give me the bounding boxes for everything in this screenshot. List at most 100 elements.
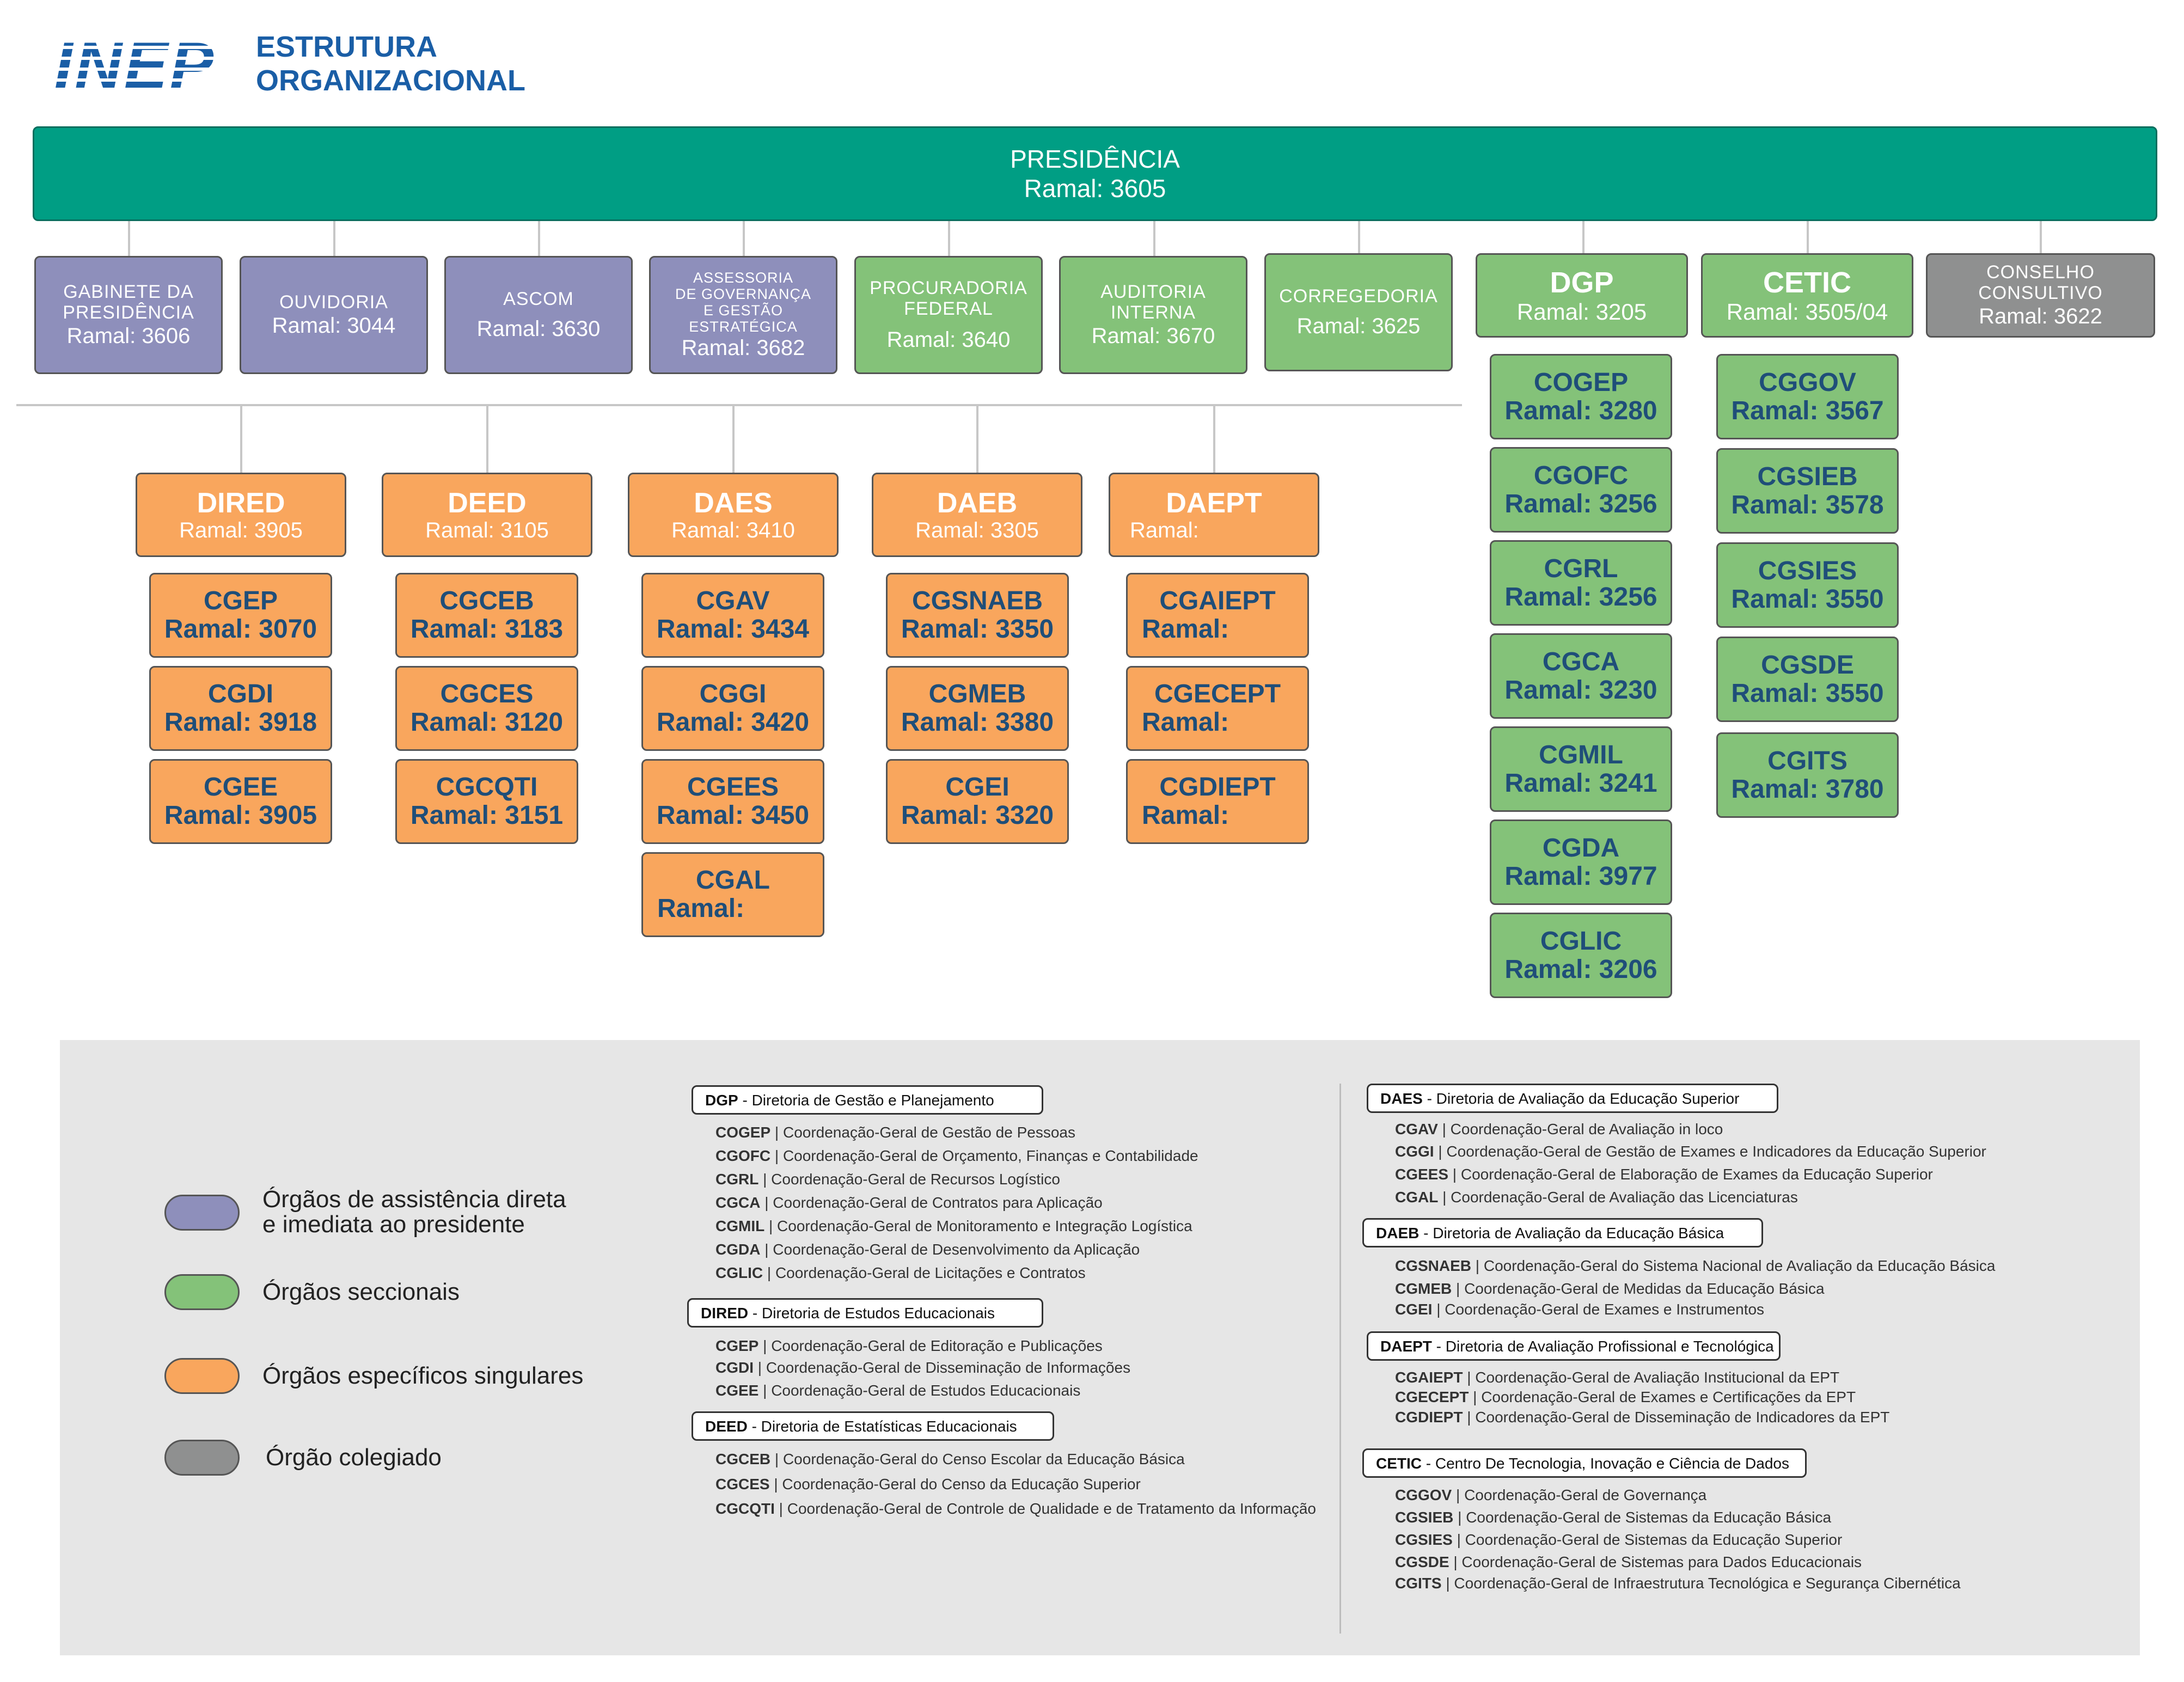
glossary-text: | Coordenação-Geral de Exames e Certific… — [1469, 1389, 1856, 1405]
dgp-unit-box: CGOFC Ramal: 3256 — [1490, 447, 1672, 533]
connector — [1358, 221, 1360, 256]
glossary-head-abbr: DAEPT — [1380, 1338, 1432, 1355]
connector — [1213, 405, 1215, 473]
connector — [1153, 221, 1155, 256]
dgp-unit-name: CGLIC — [1540, 926, 1622, 956]
connector-horizontal — [16, 404, 1462, 406]
page-title: ESTRUTURA ORGANIZACIONAL — [256, 30, 525, 97]
glossary-head-abbr: DGP — [705, 1092, 738, 1109]
legend-swatch-colegiado — [164, 1440, 240, 1476]
glossary-head-text: - Diretoria de Avaliação Profissional e … — [1431, 1338, 1774, 1355]
gabinete-name-line1: GABINETE DA — [63, 281, 194, 302]
glossary-head-abbr: DEED — [705, 1418, 748, 1435]
glossary-row: CGCA | Coordenação-Geral de Contratos pa… — [715, 1194, 1103, 1212]
unit-ramal: Ramal: 3151 — [410, 801, 564, 830]
connector — [976, 405, 978, 473]
glossary-abbr: CGSIES — [1395, 1531, 1453, 1548]
glossary-row: CGCEB | Coordenação-Geral do Censo Escol… — [715, 1451, 1185, 1468]
glossary-text: | Coordenação-Geral do Censo Escolar da … — [770, 1451, 1185, 1467]
glossary-text: | Coordenação-Geral de Elaboração de Exa… — [1448, 1166, 1933, 1183]
glossary-abbr: CGSNAEB — [1395, 1257, 1472, 1274]
glossary-text: | Coordenação-Geral de Contratos para Ap… — [760, 1194, 1103, 1211]
cetic-unit-box: CGSIES Ramal: 3550 — [1716, 542, 1899, 628]
glossary-abbr: CGECEPT — [1395, 1389, 1469, 1405]
legend-swatch-especificos — [164, 1358, 240, 1394]
cetic-unit-ramal: Ramal: 3550 — [1731, 678, 1884, 708]
cetic-unit-name: CGSIES — [1758, 556, 1857, 585]
connector — [2040, 221, 2042, 253]
assessoria-name-line3: E GESTÃO ESTRATÉGICA — [689, 302, 798, 335]
glossary-row: CGRL | Coordenação-Geral de Recursos Log… — [715, 1171, 1060, 1188]
daeb-unit-box: CGEI Ramal: 3320 — [886, 759, 1069, 844]
cetic-unit-ramal: Ramal: 3578 — [1731, 490, 1884, 519]
auditoria-box: AUDITORIA INTERNA Ramal: 3670 — [1059, 256, 1247, 374]
dgp-unit-name: CGDA — [1542, 833, 1620, 863]
glossary-abbr: CGSDE — [1395, 1553, 1449, 1570]
daept-unit-box: CGECEPT Ramal: — [1126, 666, 1309, 751]
dgp-unit-name: CGMIL — [1539, 740, 1623, 769]
dgp-unit-ramal: Ramal: 3256 — [1504, 582, 1657, 611]
connector — [128, 221, 130, 256]
dired-unit-box: CGDI Ramal: 3918 — [149, 666, 332, 751]
conselho-box: CONSELHO CONSULTIVO Ramal: 3622 — [1926, 253, 2155, 338]
deed-unit-box: CGCEB Ramal: 3183 — [395, 573, 578, 658]
glossary-head-text: - Diretoria de Estatísticas Educacionais — [747, 1418, 1017, 1435]
legend-label-seccionais: Órgãos seccionais — [262, 1279, 460, 1305]
legend-divider — [1339, 1084, 1341, 1634]
glossary-row: CGEP | Coordenação-Geral de Editoração e… — [715, 1337, 1103, 1355]
glossary-head-daeb: DAEB - Diretoria de Avaliação da Educaçã… — [1362, 1218, 1763, 1247]
glossary-text: | Coordenação-Geral do Censo da Educação… — [769, 1476, 1141, 1493]
directorate-daes: DAES Ramal: 3410 — [628, 473, 839, 557]
connector — [486, 405, 488, 473]
glossary-row: CGEE | Coordenação-Geral de Estudos Educ… — [715, 1382, 1080, 1399]
unit-name: CGDI — [208, 680, 273, 708]
directorate-ramal: Ramal: — [1130, 518, 1199, 542]
conselho-name-line1: CONSELHO — [1986, 261, 2095, 283]
daes-unit-box: CGEES Ramal: 3450 — [641, 759, 824, 844]
glossary-row: CGEI | Coordenação-Geral de Exames e Ins… — [1395, 1301, 1764, 1318]
daes-unit-box: CGAV Ramal: 3434 — [641, 573, 824, 658]
glossary-head-text: - Diretoria de Avaliação da Educação Sup… — [1422, 1090, 1740, 1107]
cetic-unit-ramal: Ramal: 3550 — [1731, 584, 1884, 614]
connector — [538, 221, 540, 256]
unit-name: CGAIEPT — [1159, 586, 1276, 615]
ascom-box: ASCOM Ramal: 3630 — [444, 256, 633, 374]
directorate-daept: DAEPT Ramal: — [1109, 473, 1319, 557]
dgp-unit-ramal: Ramal: 3977 — [1504, 861, 1657, 891]
legend-label-especificos: Órgãos específicos singulares — [262, 1362, 584, 1389]
unit-ramal: Ramal: — [1142, 801, 1229, 830]
cetic-name: CETIC — [1763, 266, 1851, 299]
glossary-text: | Coordenação-Geral de Controle de Quali… — [774, 1500, 1316, 1517]
directorate-name: DAEPT — [1166, 487, 1262, 519]
directorate-ramal: Ramal: 3305 — [915, 518, 1039, 542]
daes-unit-box: CGGI Ramal: 3420 — [641, 666, 824, 751]
directorate-deed: DEED Ramal: 3105 — [382, 473, 592, 557]
glossary-text: | Coordenação-Geral de Sistemas da Educa… — [1452, 1531, 1843, 1548]
unit-ramal: Ramal: 3450 — [656, 801, 810, 830]
glossary-abbr: CGMIL — [715, 1218, 765, 1234]
unit-name: CGAL — [696, 866, 770, 895]
cetic-unit-box: CGSIEB Ramal: 3578 — [1716, 448, 1899, 534]
dgp-unit-ramal: Ramal: 3280 — [1504, 396, 1657, 425]
assessoria-ramal: Ramal: 3682 — [681, 335, 805, 360]
glossary-text: | Coordenação-Geral de Monitoramento e I… — [764, 1218, 1192, 1234]
dgp-unit-box: CGCA Ramal: 3230 — [1490, 633, 1672, 719]
glossary-row: CGSNAEB | Coordenação-Geral do Sistema N… — [1395, 1257, 1995, 1275]
glossary-row: CGMIL | Coordenação-Geral de Monitoramen… — [715, 1218, 1192, 1235]
glossary-text: | Coordenação-Geral de Disseminação de I… — [754, 1359, 1131, 1376]
glossary-text: | Coordenação-Geral do Sistema Nacional … — [1471, 1257, 1996, 1274]
glossary-abbr: CGCES — [715, 1476, 770, 1493]
gabinete-name-line2: PRESIDÊNCIA — [63, 302, 194, 323]
glossary-row: CGECEPT | Coordenação-Geral de Exames e … — [1395, 1389, 1856, 1406]
dgp-unit-box: CGLIC Ramal: 3206 — [1490, 913, 1672, 998]
glossary-abbr: CGCEB — [715, 1451, 771, 1467]
glossary-row: CGCQTI | Coordenação-Geral de Controle d… — [715, 1500, 1316, 1518]
unit-name: CGECEPT — [1154, 680, 1281, 708]
dgp-unit-box: CGDA Ramal: 3977 — [1490, 819, 1672, 905]
glossary-text: | Coordenação-Geral de Estudos Educacion… — [758, 1382, 1081, 1399]
unit-name: CGCES — [440, 680, 534, 708]
glossary-abbr: CGGOV — [1395, 1487, 1452, 1503]
connector — [333, 221, 335, 256]
glossary-abbr: CGEES — [1395, 1166, 1449, 1183]
glossary-abbr: CGGI — [1395, 1143, 1434, 1160]
